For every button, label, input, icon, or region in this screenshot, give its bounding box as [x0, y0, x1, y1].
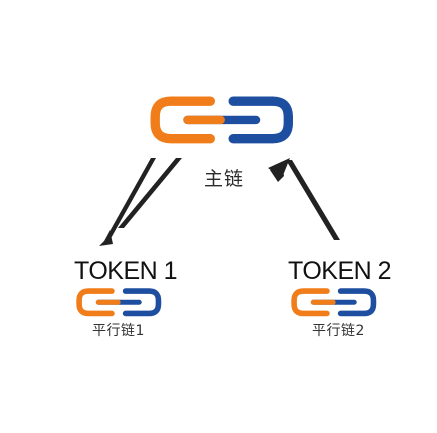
parallel-chain-1-label: 平行链1	[92, 323, 145, 339]
right-up-arrow-icon	[268, 158, 340, 240]
main-chain-link-icon	[155, 101, 288, 138]
token-2-label: TOKEN 2	[288, 257, 392, 285]
token-1-label: TOKEN 1	[74, 257, 178, 285]
left-down-arrow-icon	[99, 158, 182, 246]
parallel-chain-2-label: 平行链2	[312, 323, 365, 339]
parallel-chain-1-link-icon	[79, 291, 158, 313]
main-chain-label: 主链	[204, 168, 245, 190]
parallel-chain-2-link-icon	[294, 291, 373, 313]
